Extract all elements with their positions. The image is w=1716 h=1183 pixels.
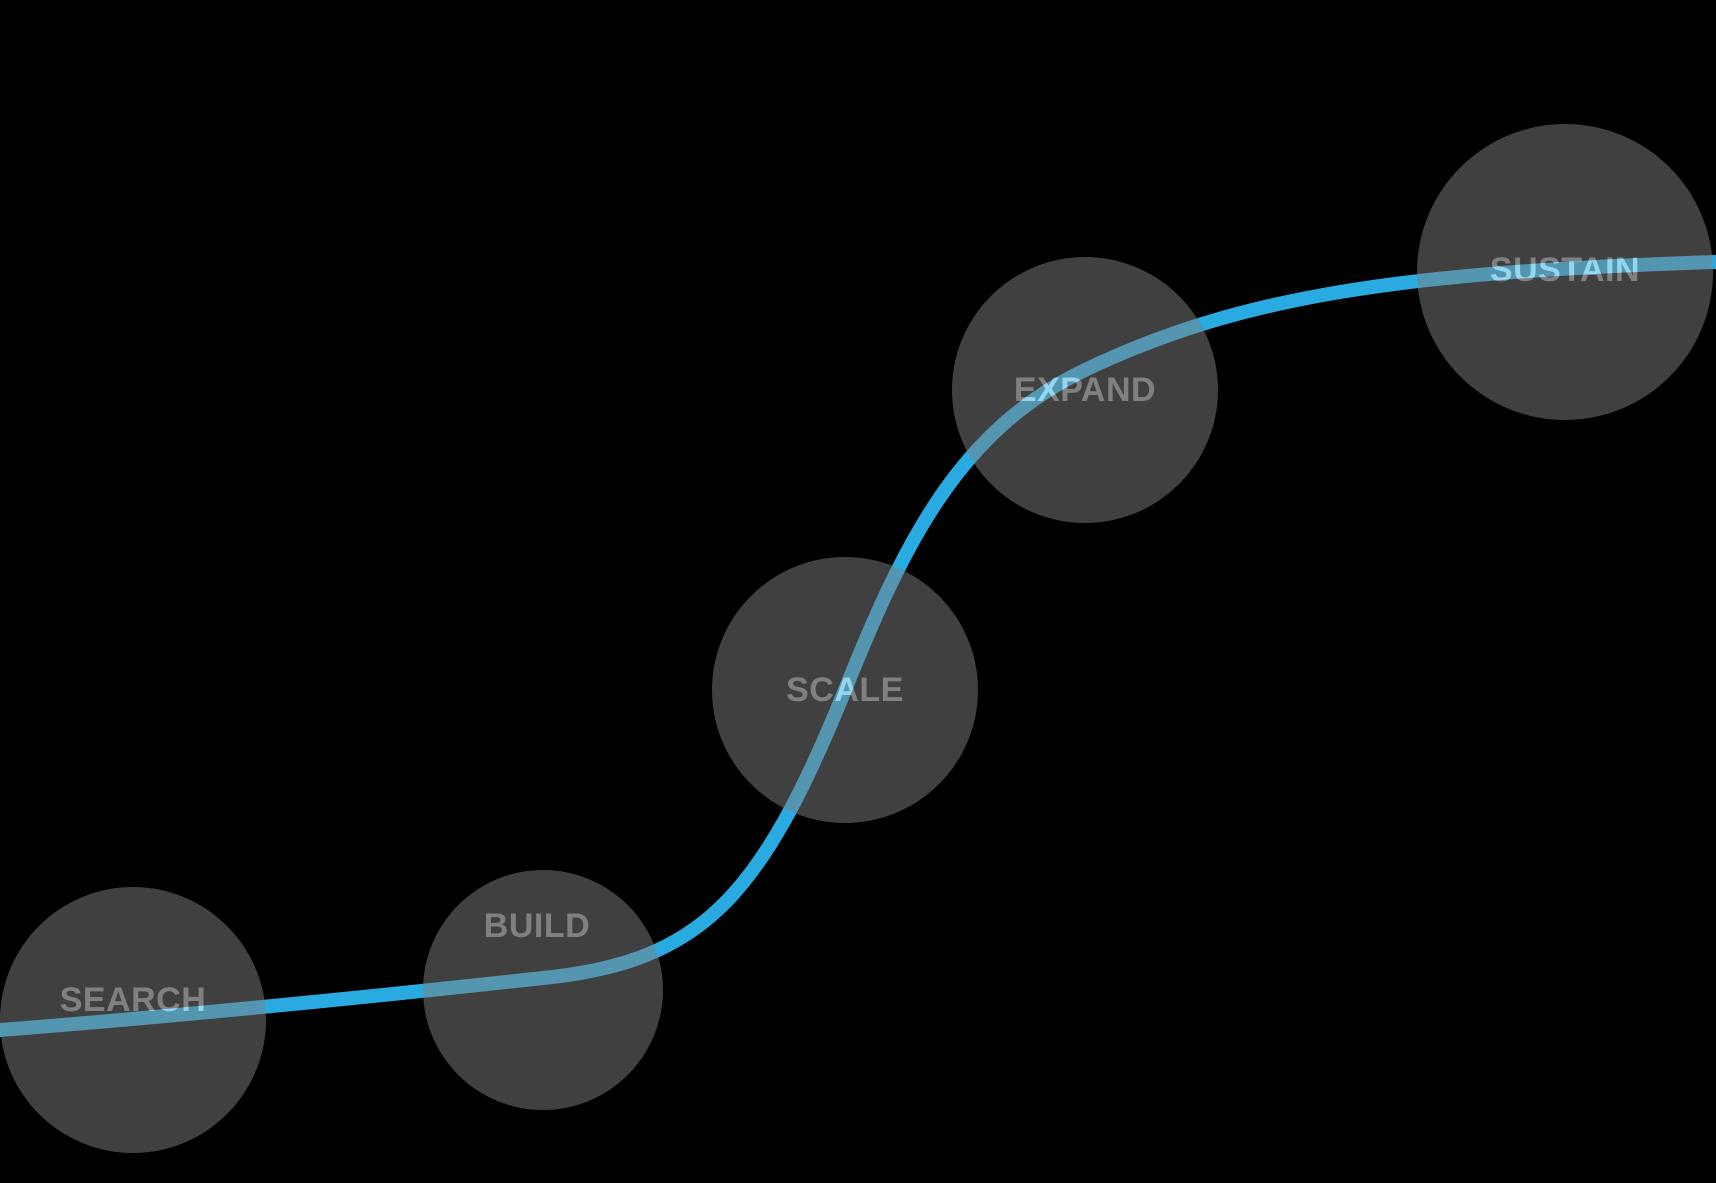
stage-node-label-scale: SCALE bbox=[786, 671, 904, 709]
stage-node-label-sustain: SUSTAIN bbox=[1489, 251, 1641, 289]
stage-node-build[interactable]: BUILD bbox=[423, 870, 663, 1110]
stage-node-label-expand: EXPAND bbox=[1013, 371, 1157, 409]
stage-node-expand[interactable]: EXPAND bbox=[952, 257, 1218, 523]
stage-node-search[interactable]: SEARCH bbox=[0, 887, 266, 1153]
stage-node-sustain[interactable]: SUSTAIN bbox=[1417, 124, 1713, 420]
stage-node-label-search: SEARCH bbox=[59, 981, 207, 1019]
stage-node-scale[interactable]: SCALE bbox=[712, 557, 978, 823]
stage-node-label-build: BUILD bbox=[483, 907, 591, 945]
